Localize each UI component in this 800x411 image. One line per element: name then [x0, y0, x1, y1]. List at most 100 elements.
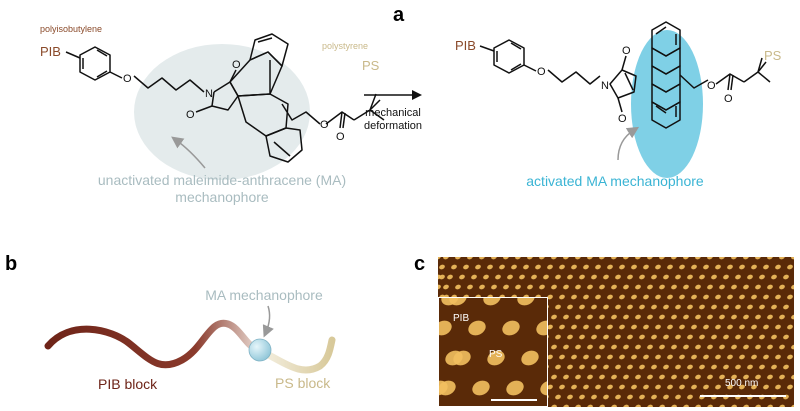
- afm-domain-dot: [735, 364, 741, 370]
- ps-label-left: PS: [362, 58, 380, 73]
- afm-domain-dot: [747, 334, 753, 340]
- afm-domain-dot: [563, 314, 569, 320]
- afm-domain-dot: [767, 314, 773, 320]
- afm-domain-dot: [531, 274, 537, 280]
- afm-domain-dot: [647, 257, 653, 260]
- afm-domain-dot: [495, 274, 501, 280]
- afm-domain-dot: [521, 350, 539, 366]
- afm-domain-dot: [627, 274, 633, 280]
- afm-domain-dot: [575, 257, 581, 260]
- afm-domain-dot: [735, 304, 741, 310]
- afm-domain-dot: [475, 264, 481, 270]
- afm-domain-dot: [555, 334, 561, 340]
- afm-domain-dot: [547, 294, 553, 300]
- afm-domain-dot: [599, 284, 605, 290]
- afm-domain-dot: [711, 364, 717, 370]
- afm-domain-dot: [719, 257, 725, 260]
- afm-domain-dot: [695, 314, 701, 320]
- afm-domain-dot: [779, 344, 785, 350]
- afm-domain-dot: [647, 314, 653, 320]
- afm-domain-dot: [743, 284, 749, 290]
- afm-domain-dot: [587, 284, 593, 290]
- afm-domain-dot: [579, 274, 585, 280]
- afm-domain-dot: [479, 284, 485, 290]
- afm-domain-dot: [759, 274, 765, 280]
- afm-domain-dot: [539, 257, 545, 260]
- afm-domain-dot: [671, 314, 677, 320]
- afm-domain-dot: [631, 294, 637, 300]
- afm-domain-dot: [679, 264, 685, 270]
- afm-domain-dot: [583, 384, 589, 390]
- afm-domain-dot: [595, 384, 601, 390]
- afm-domain-dot: [695, 344, 701, 350]
- afm-domain-dot: [631, 384, 637, 390]
- pib-block-chain: [44, 319, 262, 369]
- afm-domain-dot: [767, 404, 773, 407]
- afm-domain-dot: [487, 264, 493, 270]
- afm-domain-dot: [547, 354, 553, 360]
- afm-domain-dot: [551, 344, 557, 350]
- afm-domain-dot: [683, 344, 689, 350]
- afm-domain-dot: [719, 284, 725, 290]
- afm-domain-dot: [635, 344, 641, 350]
- afm-domain-dot: [691, 264, 697, 270]
- afm-domain-dot: [623, 257, 629, 260]
- afm-domain-dot: [687, 394, 693, 400]
- afm-domain-dot: [527, 284, 533, 290]
- afm-domain-dot: [699, 364, 705, 370]
- afm-domain-dot: [771, 334, 777, 340]
- afm-domain-dot: [438, 284, 441, 290]
- afm-domain-dot: [763, 264, 769, 270]
- afm-domain-dot: [631, 324, 637, 330]
- afm-domain-dot: [763, 354, 769, 360]
- afm-domain-dot: [451, 264, 457, 270]
- afm-domain-dot: [607, 354, 613, 360]
- afm-domain-dot: [623, 344, 629, 350]
- afm-domain-dot: [703, 324, 709, 330]
- afm-domain-dot: [691, 294, 697, 300]
- atom-o-imide-bottom-left: O: [186, 109, 195, 121]
- afm-domain-dot: [547, 264, 553, 270]
- afm-domain-dot: [755, 284, 761, 290]
- afm-domain-dot: [439, 274, 445, 280]
- afm-domain-dot: [699, 304, 705, 310]
- afm-domain-dot: [695, 404, 701, 407]
- afm-domain-dot: [627, 394, 633, 400]
- afm-domain-dot: [703, 354, 709, 360]
- afm-domain-dot: [759, 364, 765, 370]
- afm-domain-dot: [787, 264, 793, 270]
- afm-domain-dot: [503, 257, 509, 260]
- afm-domain-dot: [775, 324, 781, 330]
- afm-domain-dot: [455, 257, 461, 260]
- afm-domain-dot: [599, 257, 605, 260]
- afm-domain-dot: [607, 384, 613, 390]
- afm-domain-dot: [791, 404, 794, 407]
- afm-domain-dot: [739, 324, 745, 330]
- afm-domain-dot: [755, 344, 761, 350]
- afm-domain-dot: [463, 264, 469, 270]
- afm-domain-dot: [679, 294, 685, 300]
- afm-domain-dot: [445, 350, 463, 366]
- afm-domain-dot: [595, 324, 601, 330]
- afm-domain-dot: [715, 354, 721, 360]
- afm-inset: PIB PS: [438, 297, 548, 407]
- unactivated-caption-line2: mechanophore: [175, 189, 269, 205]
- afm-domain-dot: [563, 257, 569, 260]
- afm-domain-dot: [691, 354, 697, 360]
- afm-domain-dot: [755, 257, 761, 260]
- afm-domain-dot: [671, 374, 677, 380]
- afm-domain-dot: [731, 314, 737, 320]
- afm-domain-dot: [715, 384, 721, 390]
- afm-domain-dot: [575, 314, 581, 320]
- afm-domain-dot: [468, 320, 486, 336]
- afm-domain-dot: [575, 284, 581, 290]
- afm-domain-dot: [567, 274, 573, 280]
- afm-domain-dot: [715, 324, 721, 330]
- afm-domain-dot: [679, 384, 685, 390]
- afm-domain-dot: [579, 394, 585, 400]
- afm-domain-dot: [441, 298, 459, 306]
- afm-domain-dot: [555, 394, 561, 400]
- afm-domain-dot: [555, 364, 561, 370]
- afm-domain-dot: [739, 294, 745, 300]
- afm-domain-dot: [663, 334, 669, 340]
